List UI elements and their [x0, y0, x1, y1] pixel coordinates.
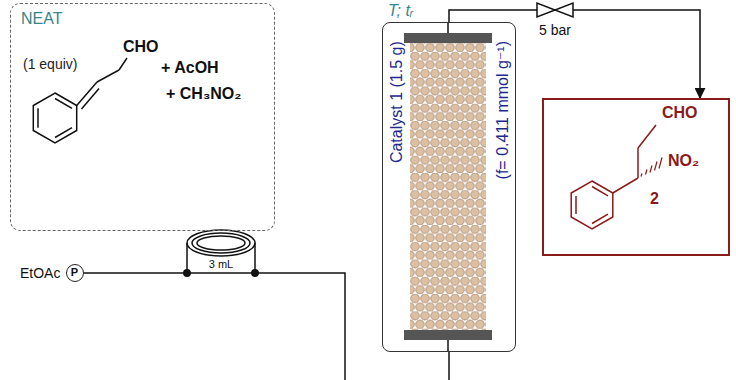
node-text: (1 equiv) — [23, 56, 77, 72]
packed-bed — [404, 22, 492, 352]
volume-label: 3 mL — [208, 258, 234, 271]
product-box: CHO NO₂ 2 — [542, 98, 730, 256]
node-text: NEAT — [21, 10, 62, 28]
node-text: 2 — [650, 190, 659, 208]
product-structure — [571, 125, 662, 229]
node-text: NO₂ — [668, 152, 699, 170]
node-text: Catalyst 1 (1.5 g) — [388, 41, 406, 163]
pressure-label: 5 bar — [539, 22, 571, 38]
node-text: (f= 0.411 mmol g⁻¹) — [494, 41, 512, 179]
node-text: + CH₃NO₂ — [166, 85, 241, 103]
packed-bed-reactor: Catalyst 1 (1.5 g) (f= 0.411 mmol g⁻¹) — [382, 22, 516, 352]
node-text: CHO — [662, 104, 698, 122]
flow-line — [84, 273, 449, 380]
node-text: CHO — [123, 38, 159, 56]
flow-line — [449, 10, 700, 98]
sample-loop — [184, 230, 258, 276]
solvent-label: EtOAc — [20, 265, 60, 281]
back-pressure-valve — [537, 3, 573, 17]
conditions-label: T; tᵣ — [388, 2, 413, 20]
reagent-box: NEAT (1 equiv) CHO+ AcOH + CH₃NO₂ — [10, 3, 275, 231]
node-text: P — [71, 266, 78, 279]
node-text: + AcOH — [161, 59, 219, 77]
pump-symbol: P — [66, 264, 84, 282]
